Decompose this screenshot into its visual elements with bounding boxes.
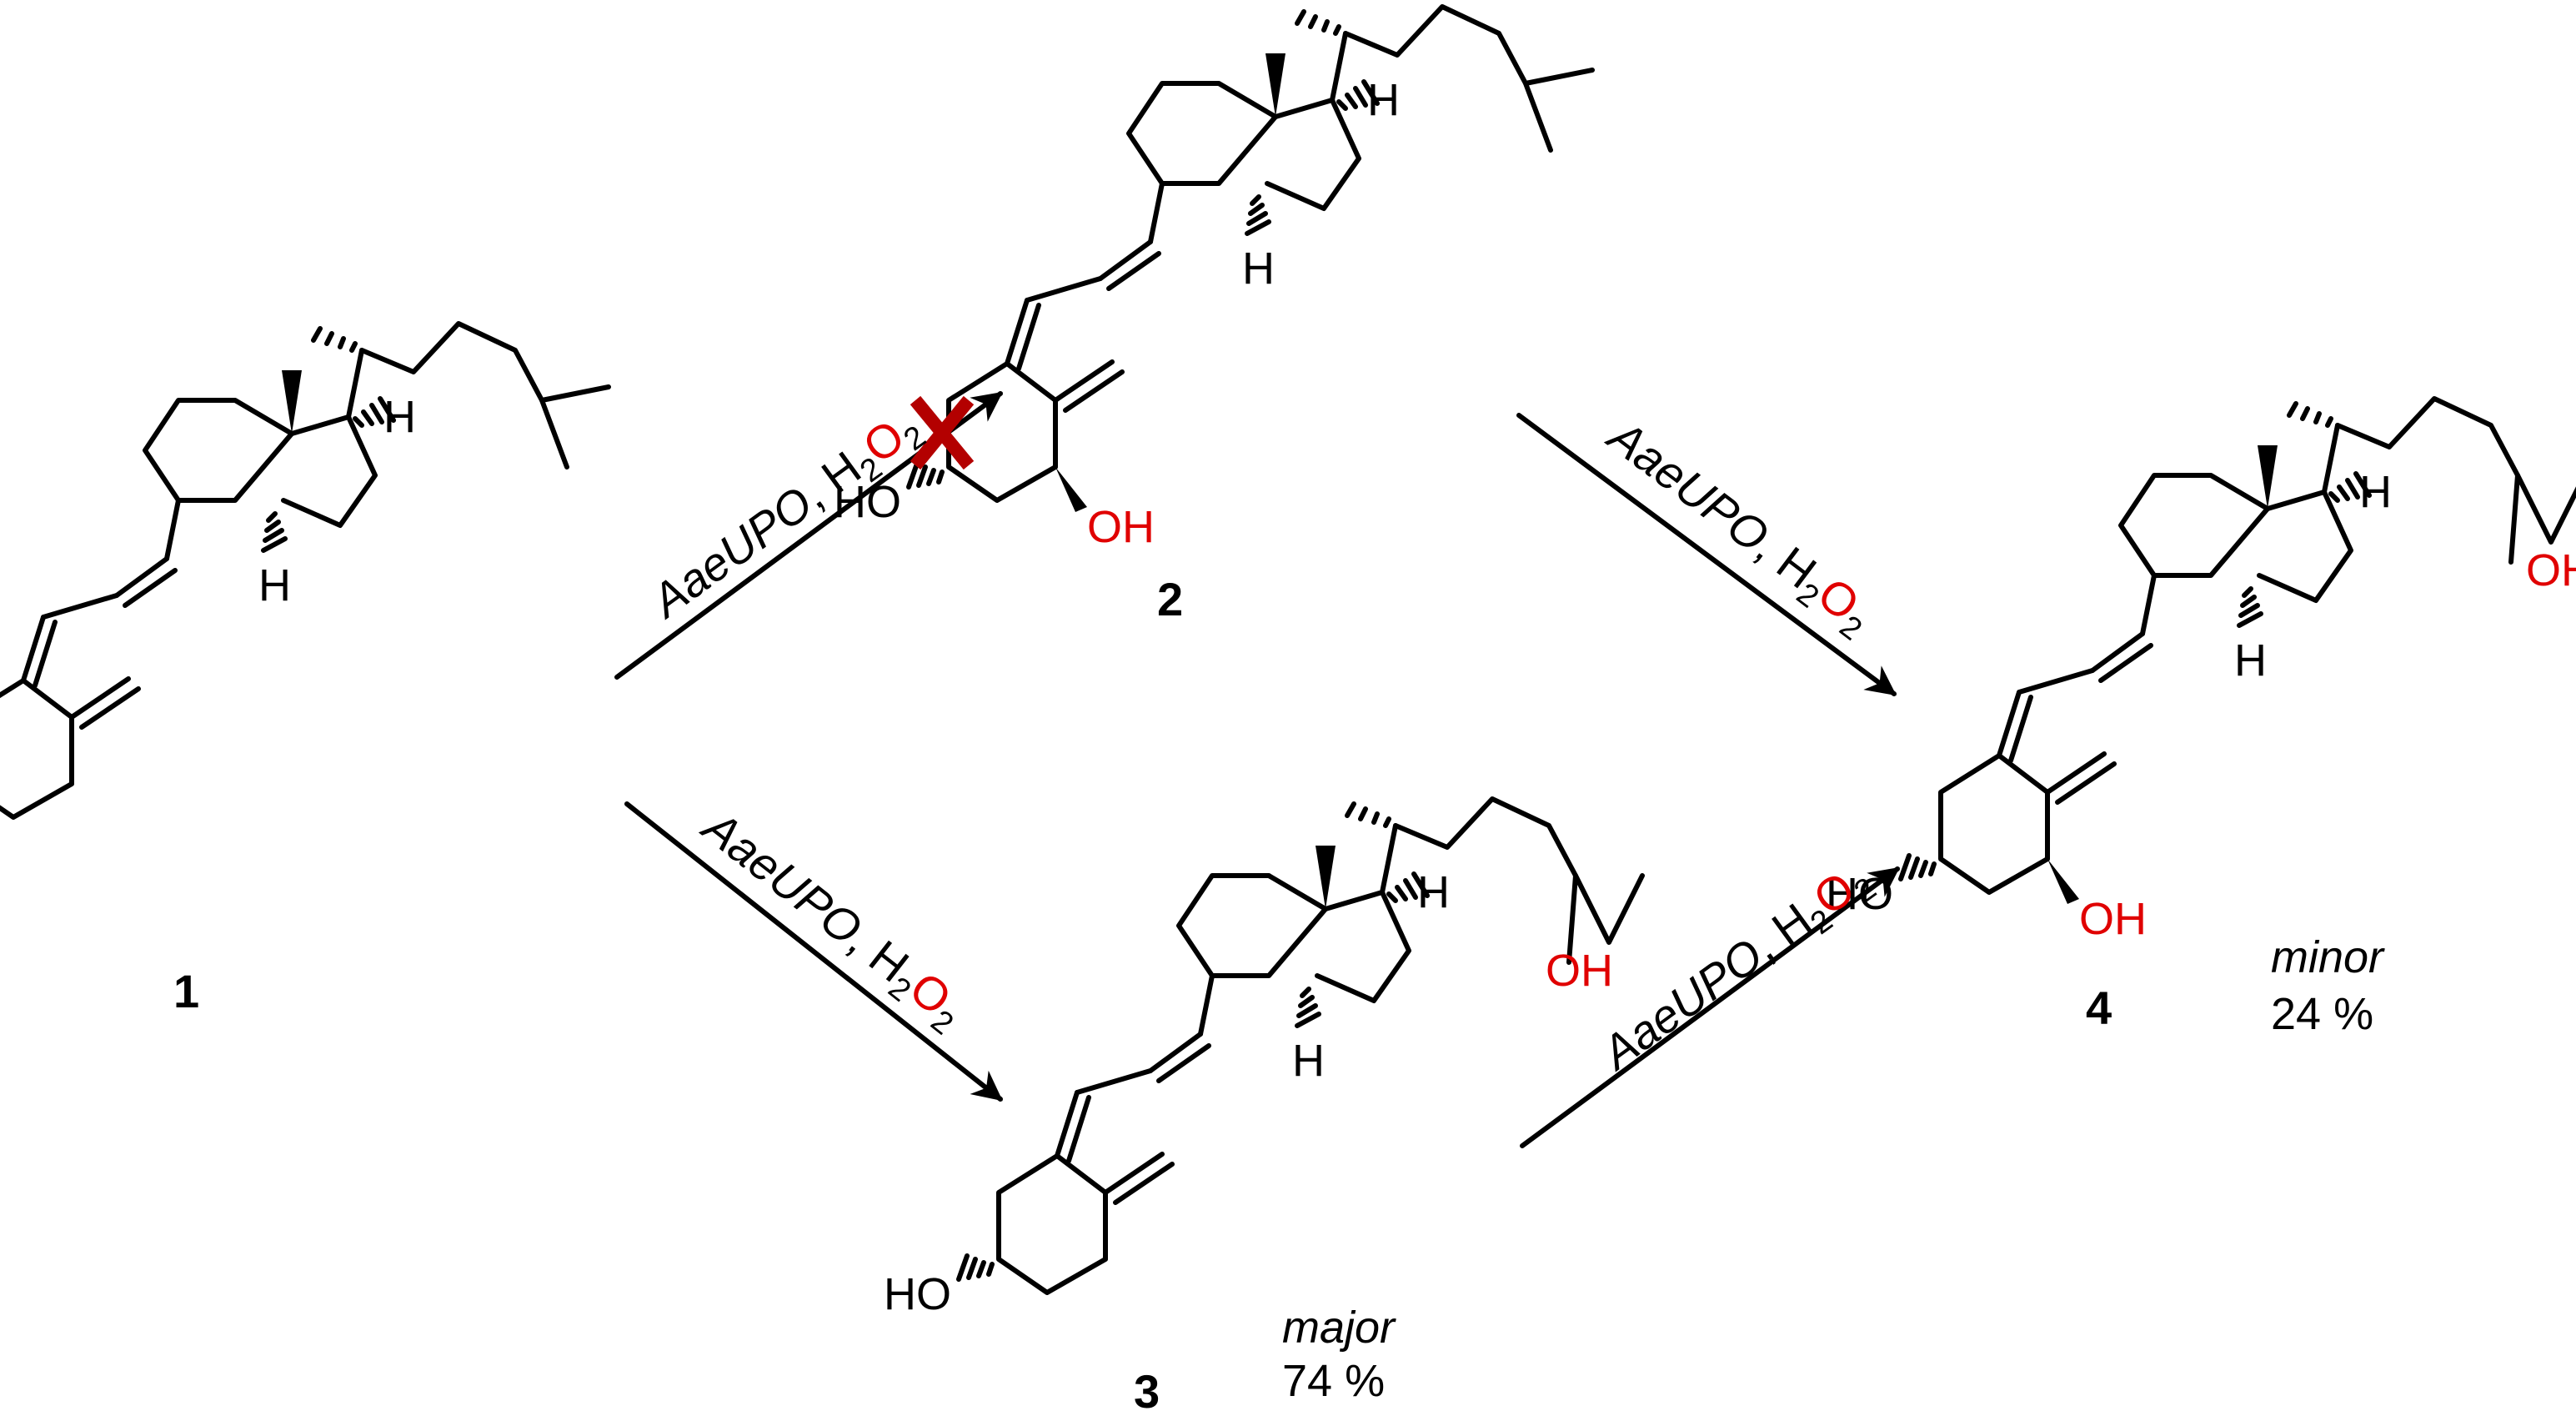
hydroxyl-red-label: OH (2079, 894, 2147, 944)
hydroxyl-label: HO (884, 1269, 951, 1319)
blocked-reaction-cross (910, 395, 975, 470)
minor-note: minor (2271, 932, 2385, 982)
h-label: H (2359, 467, 2392, 517)
hydroxyl-red-label: OH (1546, 946, 1613, 996)
reagent-label-2-to-4: AaeUPO, H2O2 (1593, 408, 1883, 647)
h-label: H (258, 560, 291, 610)
hydroxyl-label: HO (834, 477, 901, 527)
h-label: H (383, 392, 416, 442)
h-label: H (1417, 867, 1450, 917)
major-note: major (1282, 1303, 1396, 1353)
h-label: H (1292, 1036, 1325, 1086)
yield-major: 74 % (1282, 1356, 1385, 1406)
svg-text:AaeUPO, H2O2: AaeUPO, H2O2 (1591, 851, 1883, 1086)
reagent-label-1-to-3: AaeUPO, H2O2 (688, 799, 975, 1042)
reaction-arrow-2-to-4 (1516, 413, 1897, 696)
reaction-arrow-1-to-3 (624, 801, 1003, 1102)
svg-text:AaeUPO, H2O2: AaeUPO, H2O2 (1593, 408, 1883, 647)
reaction-arrow-3-to-4 (1520, 866, 1900, 1148)
compound-3-structure: H H HO OH (884, 799, 1645, 1319)
h-label: H (1367, 75, 1400, 125)
h-label: H (2234, 635, 2267, 685)
yield-minor: 24 % (2271, 989, 2373, 1039)
compound-number: 2 (1157, 573, 1183, 625)
compound-number: 4 (2086, 982, 2112, 1034)
reagent-label-3-to-4: AaeUPO, H2O2 (1591, 851, 1883, 1086)
compound-1-structure: H H HO (0, 324, 611, 844)
compound-4-structure: H H HO OH OH (1826, 399, 2576, 944)
h-label: H (1242, 244, 1275, 294)
svg-text:AaeUPO, H2O2: AaeUPO, H2O2 (688, 799, 975, 1042)
compound-2-structure: H H HO OH (834, 7, 1595, 552)
compound-number: 3 (1134, 1365, 1160, 1416)
hydroxyl-red-label: OH (1087, 502, 1155, 552)
hydroxyl-red-label: OH (2526, 545, 2576, 595)
compound-number: 1 (173, 965, 199, 1017)
